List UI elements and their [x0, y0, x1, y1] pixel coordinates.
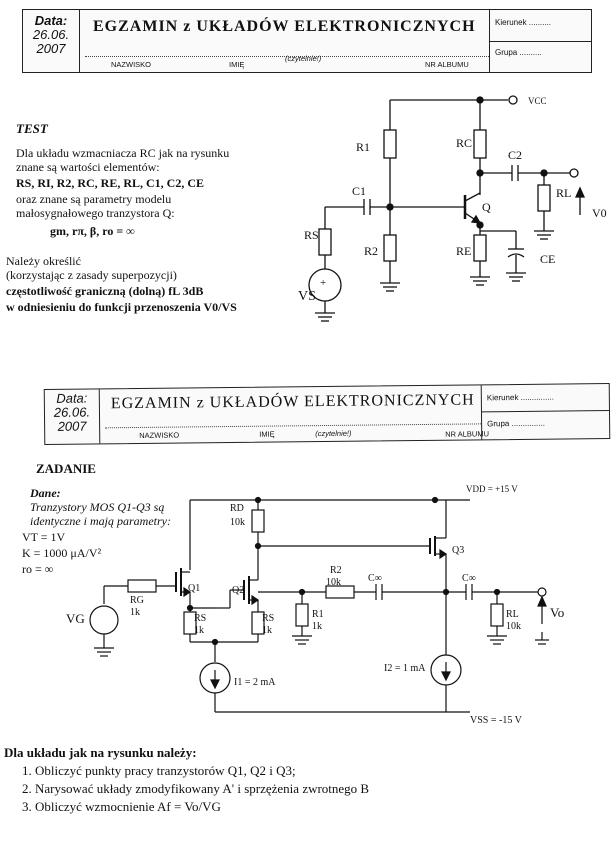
exam-title-2: EGZAMIN z UKŁADÓW ELEKTRONICZNYCH: [110, 391, 475, 413]
dane-label: Dane:: [30, 486, 61, 500]
date-day: 26.06.: [32, 27, 70, 42]
kierunek-label: Kierunek ..........: [495, 18, 552, 27]
task-line-3: częstotliwość graniczną (dolną) fL 3dB: [6, 284, 204, 298]
test-line-4: oraz znane są parametry modelu: [16, 192, 172, 206]
nazwisko-label-2: NAZWISKO: [139, 430, 180, 440]
nr-albumu-label: NR ALBUMU: [425, 60, 469, 69]
vss-label: VSS = -15 V: [470, 715, 522, 726]
task-3: 3. Obliczyć wzmocnienie Af = Vo/VG: [22, 799, 221, 814]
exam-header-bottom: Data: 26.06. 2007 EGZAMIN z UKŁADÓW ELEK…: [43, 383, 611, 445]
q-label: Q: [482, 200, 491, 214]
vs-label: VS: [298, 289, 316, 304]
task-line-1: Należy określić: [6, 254, 81, 268]
r1-label: R1: [356, 140, 371, 154]
i2-label: I2 = 1 mA: [384, 663, 426, 674]
tasks-intro: Dla układu jak na rysunku należy:: [4, 745, 197, 760]
czytelnie-label-2: (czytelnie!): [315, 428, 352, 439]
test-line-3: RS, RI, R2, RC, RE, RL, C1, C2, CE: [16, 176, 205, 190]
r2-label-b: R2: [330, 565, 342, 576]
v0-label: V0: [592, 206, 607, 220]
rc-label: RC: [456, 136, 473, 150]
r2-value: 10k: [326, 577, 341, 588]
cinf-label-1: C∞: [368, 573, 382, 584]
c2-label: C2: [508, 148, 523, 162]
name-line: [85, 56, 489, 57]
vg-label: VG: [66, 611, 85, 626]
q3-label: Q3: [452, 545, 465, 556]
imie-label: IMIĘ: [229, 60, 245, 69]
q1-label: Q1: [188, 583, 201, 594]
rl-value: 10k: [506, 621, 521, 632]
vdd-label: VDD = +15 V: [466, 484, 518, 494]
r1-value: 1k: [312, 621, 322, 632]
given-2: identyczne i mają parametry:: [30, 514, 171, 528]
test-heading: TEST: [16, 121, 48, 136]
rs-label: RS: [304, 228, 319, 242]
task-line-2: (korzystając z zasady superpozycji): [6, 268, 177, 282]
name-line-2: [105, 423, 482, 429]
rd-label: RD: [230, 503, 244, 514]
zadanie-heading: ZADANIE: [36, 461, 96, 476]
rl-label-b: RL: [506, 609, 519, 620]
i1-label: I1 = 2 mA: [234, 677, 276, 688]
c1-label: C1: [352, 184, 367, 198]
exam-header-top: Data: 26.06. 2007 EGZAMIN z UKŁADÓW ELEK…: [22, 9, 592, 73]
r2-label: R2: [364, 244, 379, 258]
ce-label: CE: [540, 252, 556, 266]
kierunek-label-2: Kierunek ...............: [486, 392, 555, 403]
given-5: ro = ∞: [22, 562, 54, 576]
cinf-label-2: C∞: [462, 573, 476, 584]
rs2-value: 1k: [262, 625, 272, 636]
vo-label: Vo: [550, 605, 565, 620]
given-3: VT = 1V: [22, 530, 66, 544]
exam-title: EGZAMIN z UKŁADÓW ELEKTRONICZNYCH: [93, 18, 476, 35]
test-line-2: znane są wartości elementów:: [16, 160, 160, 174]
given-4: K = 1000 μA/V²: [22, 546, 102, 560]
rd-value: 10k: [230, 517, 245, 528]
vcc-label: VCC: [528, 96, 547, 106]
grupa-label-2: Grupa ...............: [487, 418, 545, 429]
header-divider-h-2: [481, 410, 609, 413]
test-line-6: gm, rπ, β, ro = ∞: [50, 224, 135, 238]
header-divider: [489, 10, 491, 72]
re-label: RE: [456, 244, 472, 258]
date-box: Data: 26.06. 2007: [23, 10, 80, 72]
rs1-value: 1k: [194, 625, 204, 636]
rl-label: RL: [556, 186, 572, 200]
rg-label: RG: [130, 595, 144, 606]
test-line-5: małosygnałowego tranzystora Q:: [16, 206, 175, 220]
q2-label: Q2: [232, 585, 245, 596]
rc-amplifier-circuit: [308, 95, 586, 322]
imie-label-2: IMIĘ: [259, 429, 275, 439]
plus-icon: +: [320, 277, 327, 289]
date-box-2: Data: 26.06. 2007: [44, 389, 101, 444]
test-line-1: Dla układu wzmacniacza RC jak na rysunku: [16, 146, 230, 160]
given-1: Tranzystory MOS Q1-Q3 są: [30, 500, 165, 514]
mos-circuit: [89, 496, 549, 713]
grupa-label: Grupa ..........: [495, 48, 542, 57]
nazwisko-label: NAZWISKO: [111, 60, 152, 69]
header-divider-h: [490, 41, 591, 42]
task-2: 2. Narysować układy zmodyfikowany A' i s…: [22, 781, 370, 796]
task-line-4: w odniesieniu do funkcji przenoszenia V0…: [6, 300, 237, 314]
rs2-label: RS: [262, 613, 275, 624]
r1-label-b: R1: [312, 609, 324, 620]
date-year-2: 2007: [57, 418, 87, 434]
rg-value: 1k: [130, 607, 140, 618]
czytelnie-label: (czytelnie!): [285, 54, 322, 63]
data-label: Data:: [34, 13, 68, 28]
date-year: 2007: [36, 41, 66, 56]
rs1-label: RS: [194, 613, 207, 624]
task-1: 1. Obliczyć punkty pracy tranzystorów Q1…: [22, 763, 296, 778]
